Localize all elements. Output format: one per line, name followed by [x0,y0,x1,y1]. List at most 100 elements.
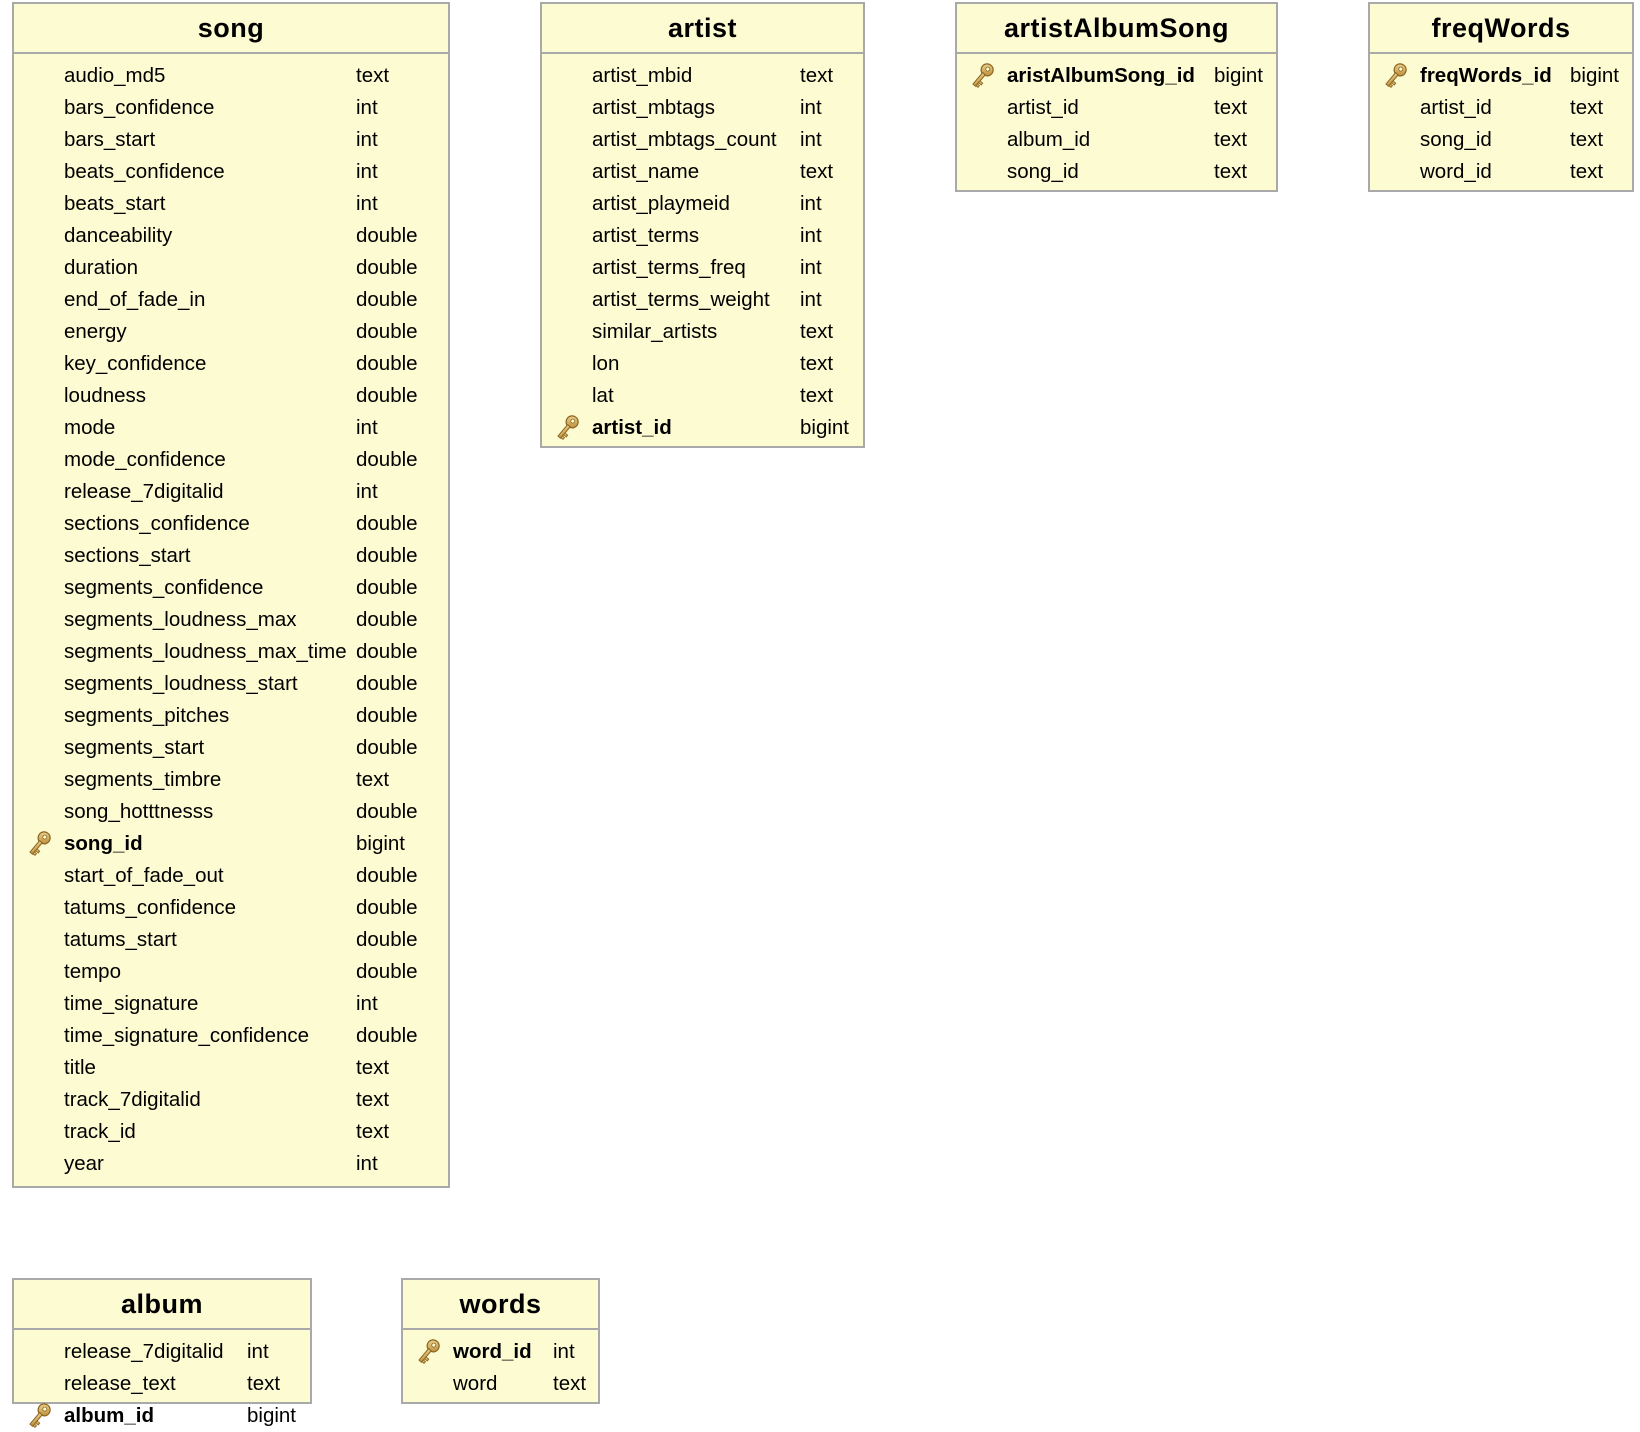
column-name: beats_confidence [64,160,225,183]
column-row: release_7digitalid int [14,476,448,508]
column-name: track_7digitalid [64,1088,201,1111]
column-type: double [356,960,418,983]
column-row: segments_loudness_start double [14,668,448,700]
column-type: text [800,384,834,407]
column-type: int [356,96,378,119]
column-type: int [356,192,378,215]
column-type: int [800,224,822,247]
column-name: artist_terms_weight [592,288,770,311]
column-name: loudness [64,384,147,407]
column-name: segments_pitches [64,704,230,727]
column-type: double [356,736,418,759]
column-name: release_7digitalid [64,1340,224,1363]
column-name: end_of_fade_in [64,288,206,311]
column-name: artist_id [1007,96,1079,119]
column-name: lon [592,352,620,375]
primary-key-icon [26,1401,52,1431]
column-name: lat [592,384,614,407]
column-type: text [356,768,390,791]
column-name: song_id [1420,128,1492,151]
column-name: sections_confidence [64,512,250,535]
column-type: text [356,64,390,87]
column-type: text [1570,160,1604,183]
column-type: text [553,1372,587,1395]
column-name: audio_md5 [64,64,166,87]
column-type: double [356,256,418,279]
column-type: double [356,800,418,823]
column-name: segments_loudness_start [64,672,298,695]
column-name: song_id [1007,160,1079,183]
column-name: release_text [64,1372,176,1395]
column-name: release_7digitalid [64,480,224,503]
column-type: double [356,672,418,695]
column-name: similar_artists [592,320,718,343]
column-row: track_7digitalid text [14,1084,448,1116]
column-type: text [800,352,834,375]
column-type: text [800,64,834,87]
column-type: double [356,544,418,567]
column-type: int [356,480,378,503]
column-type: int [247,1340,269,1363]
key-cell [14,1401,64,1431]
column-type: text [356,1088,390,1111]
column-type: double [356,224,418,247]
column-type: bigint [800,416,850,439]
column-type: int [356,416,378,439]
column-name: freqWords_id [1420,64,1552,87]
column-name: mode_confidence [64,448,226,471]
column-name: song_hotttnesss [64,800,214,823]
column-type: double [356,864,418,887]
column-name: mode [64,416,116,439]
key-cell [1370,61,1420,91]
column-type: int [800,256,822,279]
column-row: song_hotttnesss double [14,796,448,828]
column-type: double [356,352,418,375]
column-type: bigint [1570,64,1620,87]
primary-key-icon [554,413,580,443]
column-type: int [356,128,378,151]
column-name: artist_mbtags_count [592,128,777,151]
column-row: audio_md5 text [14,60,448,92]
column-row: word_id text [1370,156,1632,188]
column-type: int [800,128,822,151]
column-type: double [356,288,418,311]
column-name: segments_start [64,736,205,759]
column-type: double [356,896,418,919]
column-name: bars_confidence [64,96,215,119]
column-row: artist_mbtags_count int [542,124,863,156]
column-name: word_id [1420,160,1492,183]
table-title: artist [542,4,863,54]
column-name: aristAlbumSong_id [1007,64,1195,87]
column-name: artist_mbid [592,64,693,87]
column-name: segments_loudness_max_time [64,640,347,663]
column-name: tatums_confidence [64,896,237,919]
table-title: album [14,1280,310,1330]
column-row: end_of_fade_in double [14,284,448,316]
